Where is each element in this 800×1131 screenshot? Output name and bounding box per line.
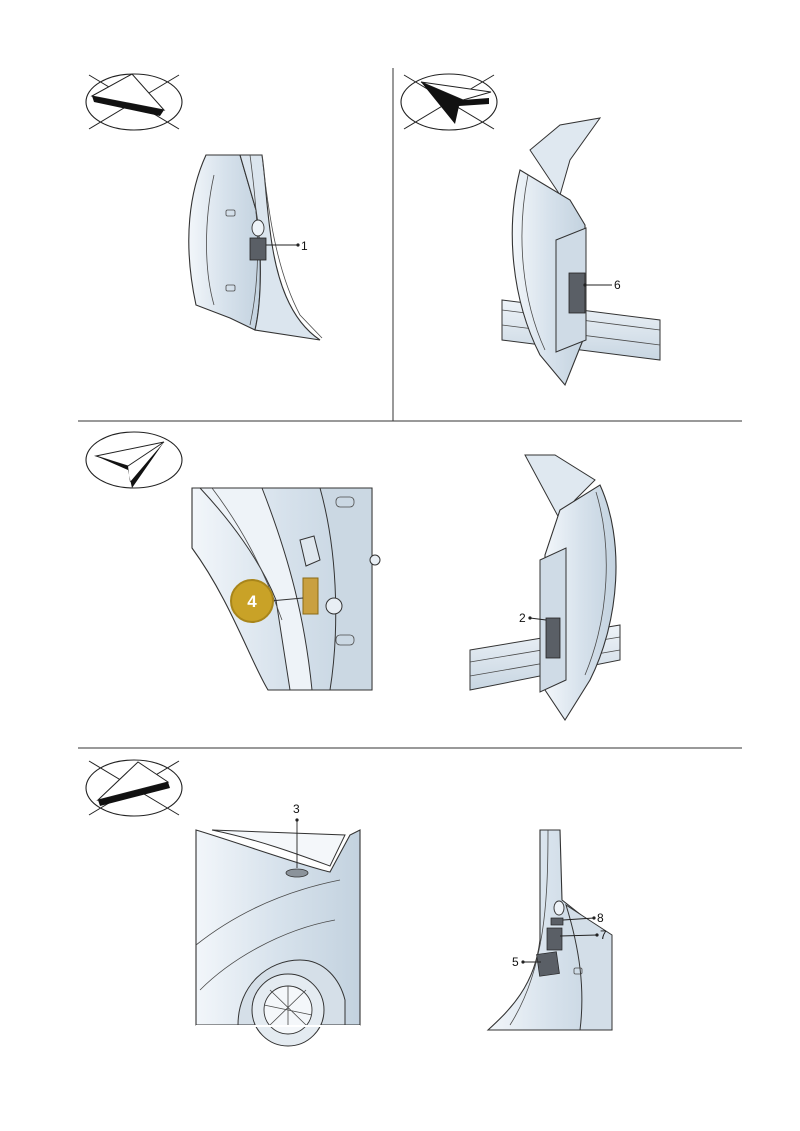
- label-area-5: [536, 951, 560, 977]
- callout-leader-7: [559, 934, 598, 937]
- b-pillar-illustration: [486, 829, 613, 1031]
- callout-8: 8: [597, 911, 604, 925]
- windshield-fender-illustration: [195, 829, 361, 1047]
- label-area-4-highlight: [302, 577, 319, 615]
- panel-1: 1: [85, 73, 323, 341]
- door-open-illustration-front: [469, 454, 621, 722]
- label-area-6: [568, 272, 586, 314]
- plane-crossed-icon: [85, 759, 183, 817]
- label-area-3: [285, 868, 309, 878]
- panel-4: 2: [469, 454, 621, 722]
- label-area-8: [550, 917, 564, 926]
- callout-7: 7: [600, 928, 607, 942]
- plane-check-icon: [85, 431, 183, 489]
- callout-leader-4: [269, 597, 304, 602]
- door-open-illustration-rear: [501, 117, 661, 387]
- callout-6: 6: [614, 278, 621, 292]
- callout-2: 2: [519, 611, 526, 625]
- label-area-2: [545, 617, 561, 659]
- panel-2: 6: [400, 73, 661, 387]
- highlight-badge-4: 4: [230, 579, 274, 623]
- door-pillar-illustration: [188, 154, 323, 341]
- plane-crossed-icon: [85, 73, 183, 131]
- plane-crossed-icon: [400, 73, 498, 131]
- label-area-1: [249, 237, 267, 261]
- callout-leader-2: [529, 617, 547, 621]
- panel-6: 8 7 5: [486, 829, 613, 1031]
- callout-3: 3: [293, 802, 300, 816]
- pillar-closeup-illustration: [191, 487, 381, 691]
- callout-1: 1: [301, 239, 308, 253]
- label-area-7: [546, 927, 563, 951]
- panel-5: 3: [85, 759, 361, 1047]
- panel-3: 4: [85, 431, 381, 691]
- callout-5: 5: [512, 955, 519, 969]
- callout-leader-8: [562, 917, 595, 921]
- callout-4: 4: [247, 592, 257, 611]
